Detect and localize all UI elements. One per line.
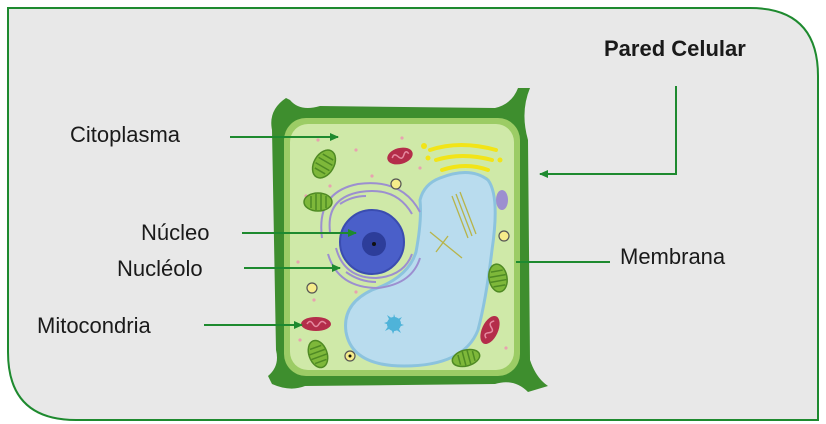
label-nucleolo: Nucléolo <box>117 256 203 282</box>
vesicle-dot <box>349 355 352 358</box>
peroxisome <box>496 190 508 210</box>
label-pared-celular: Pared Celular <box>604 36 746 62</box>
plant-cell <box>268 88 548 392</box>
nucleolus-center <box>372 242 376 246</box>
label-citoplasma: Citoplasma <box>70 122 180 148</box>
chloroplast <box>304 193 332 211</box>
label-mitocondria: Mitocondria <box>37 313 151 339</box>
label-membrana: Membrana <box>620 244 725 270</box>
mitochondrion <box>301 317 331 331</box>
label-nucleo: Núcleo <box>141 220 209 246</box>
